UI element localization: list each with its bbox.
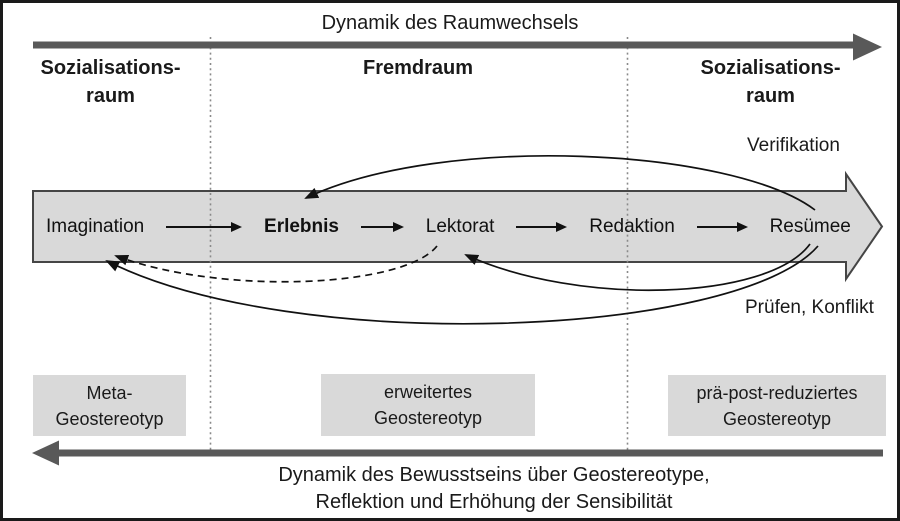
lektorat-to-imagination-dashed-arc xyxy=(114,245,438,283)
stage-redaktion: Redaktion xyxy=(589,216,675,237)
process-stage-row: Imagination Erlebnis Lektorat Redaktion … xyxy=(33,192,855,262)
zone-right-line1: Sozialisations- xyxy=(700,57,841,79)
box2-line1: erweitertes xyxy=(383,382,473,402)
bewusstsein-arrow-icon xyxy=(32,440,883,466)
zone-header-sozialisationsraum-right: Sozialisations- raum xyxy=(658,54,883,110)
stage-arrow-icon xyxy=(360,222,404,232)
zone-header-fremdraum: Fremdraum xyxy=(362,57,474,79)
box3-line2: Geostereotyp xyxy=(722,408,832,429)
stage-lektorat: Lektorat xyxy=(425,216,495,237)
verification-label: Verifikation xyxy=(747,135,840,156)
zone-left-line2: raum xyxy=(86,85,135,107)
top-axis-title: Dynamik des Raumwechsels xyxy=(321,12,579,34)
process-band-arrow xyxy=(32,170,884,283)
stage-imagination: Imagination xyxy=(46,216,145,237)
box2-line2: Geostereotyp xyxy=(373,408,483,428)
zone-right-line2: raum xyxy=(746,85,795,107)
stage-arrow-icon xyxy=(696,222,748,232)
check-conflict-label: Prüfen, Konflikt xyxy=(745,297,874,318)
zone-left-line1: Sozialisations- xyxy=(40,57,181,79)
box-erweitertes-geostereotyp: erweitertes Geostereotyp xyxy=(321,374,535,436)
bottom-caption-line1: Dynamik des Bewusstseins über Geostereot… xyxy=(278,464,710,486)
stage-arrow-icon xyxy=(166,222,243,232)
stage-erlebnis: Erlebnis xyxy=(264,216,339,237)
raumwechsel-arrow-icon xyxy=(33,33,882,61)
bottom-caption-line2: Reflektion und Erhöhung der Sensibilität xyxy=(315,491,673,513)
box1-line1: Meta- xyxy=(86,382,133,403)
resumee-to-lektorat-arc xyxy=(464,243,811,292)
stage-resumee: Resümee xyxy=(769,216,851,237)
resumee-to-imagination-arc xyxy=(105,245,819,325)
box1-line2: Geostereotyp xyxy=(55,408,164,429)
box-prae-post-reduziertes-geostereotyp: prä-post-reduziertes Geostereotyp xyxy=(668,375,886,436)
zone-header-sozialisationsraum-left: Sozialisations- raum xyxy=(13,54,208,110)
diagram-shapes-layer xyxy=(32,33,884,466)
box-meta-geostereotyp: Meta- Geostereotyp xyxy=(33,375,186,436)
stage-arrow-icon xyxy=(516,222,568,232)
verification-arc xyxy=(304,155,816,211)
bottom-axis-caption: Dynamik des Bewusstseins über Geostereot… xyxy=(91,462,897,516)
box3-line1: prä-post-reduziertes xyxy=(696,382,858,403)
